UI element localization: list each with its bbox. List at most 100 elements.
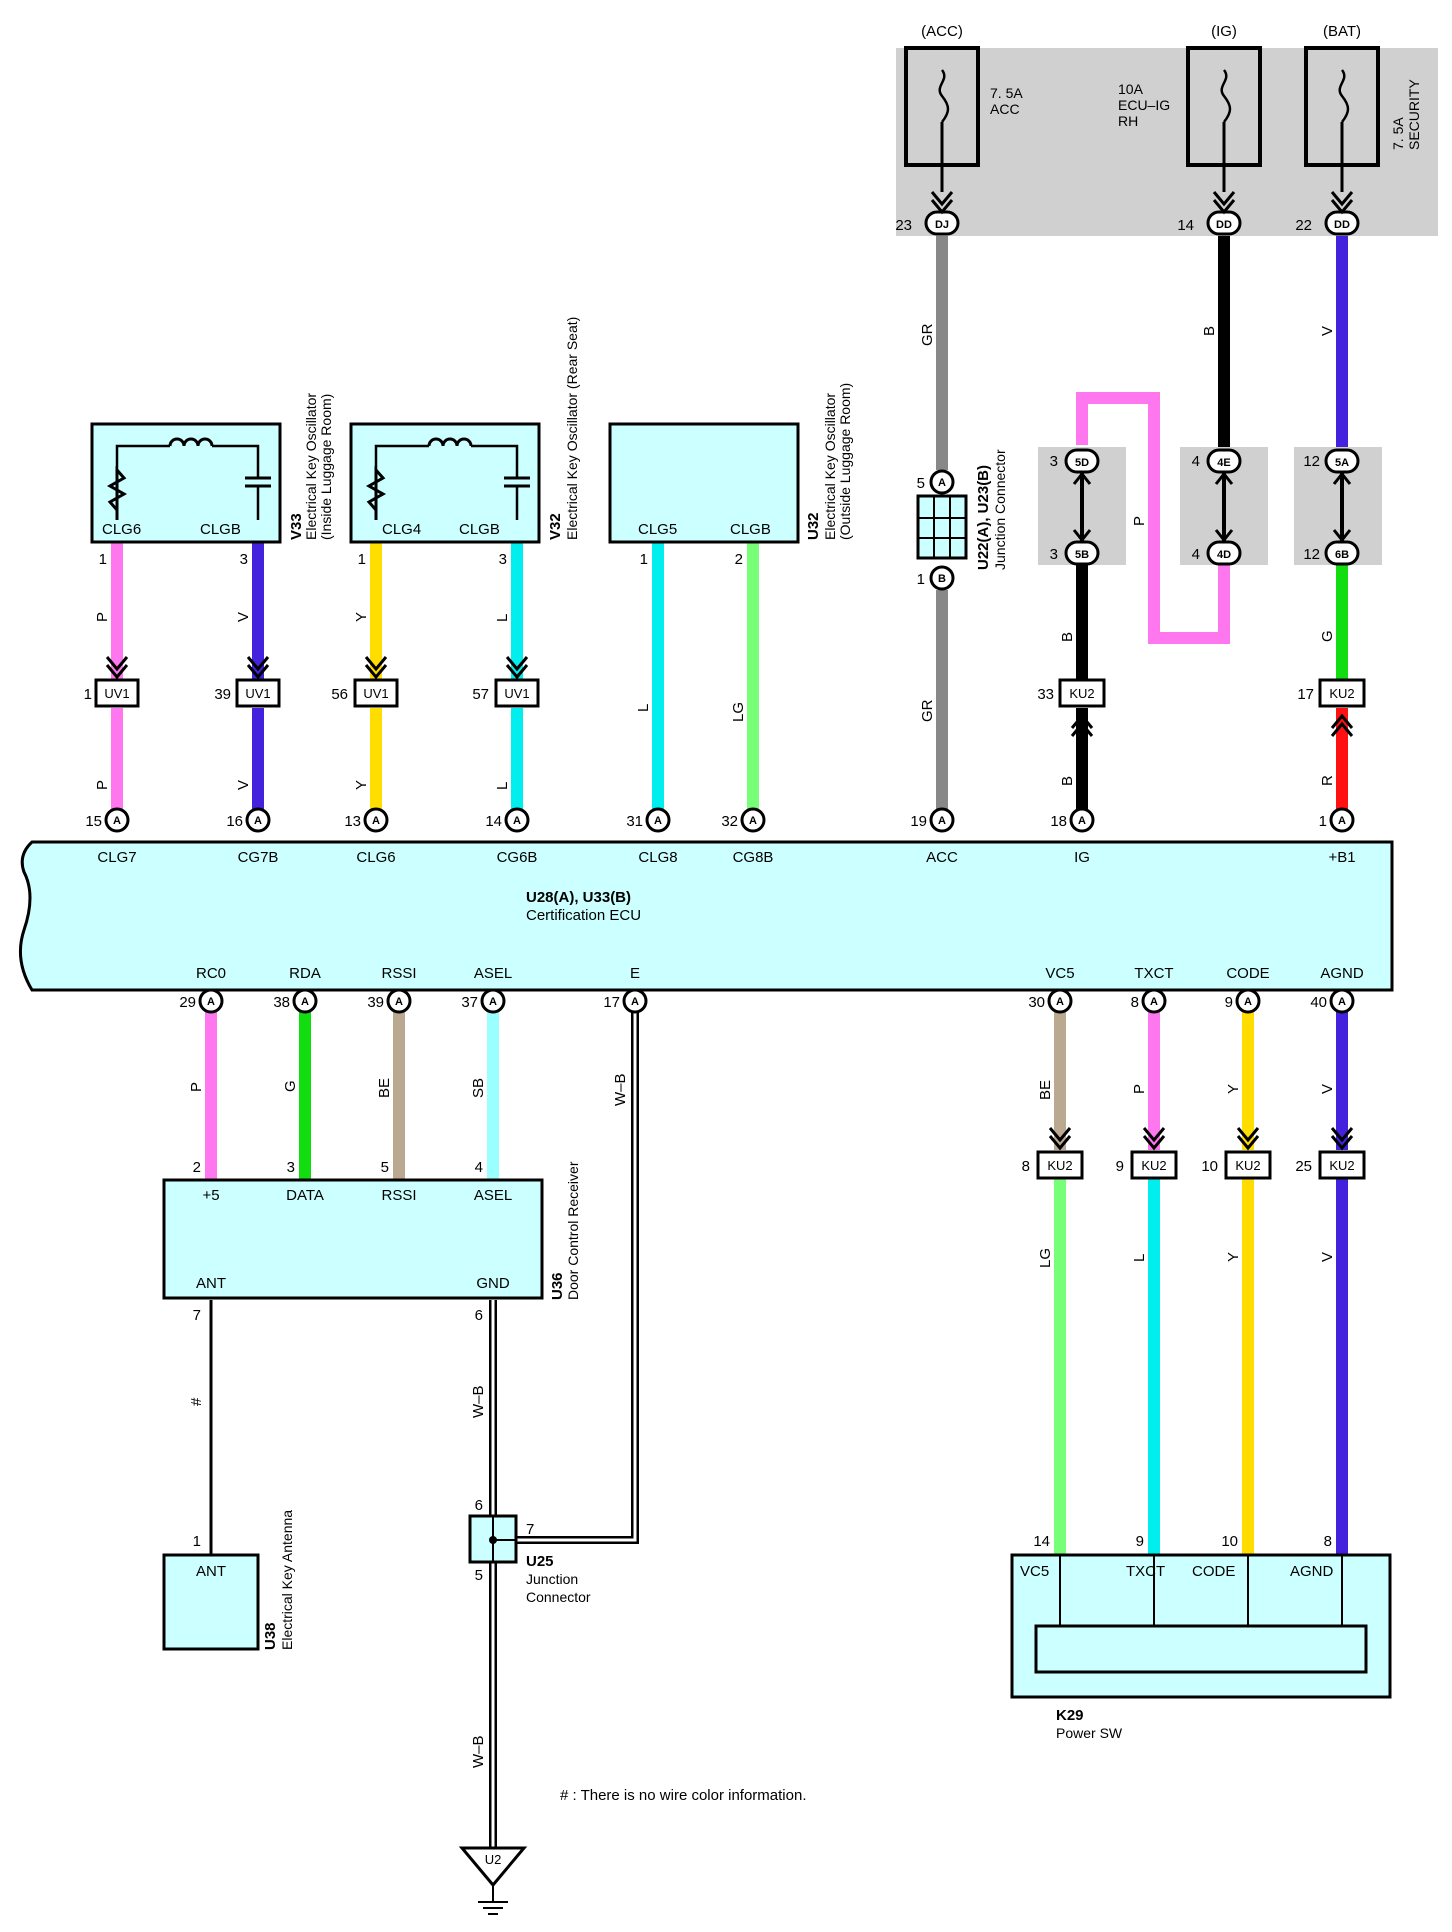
receiver-pin-label-2: DATA: [286, 1187, 324, 1204]
ecu-top-pin-label: IG: [1074, 849, 1090, 866]
ecu-bottom-pin-label: E: [630, 965, 640, 982]
ecu-top-pin-bubble: [929, 807, 955, 833]
conn-ku2-10: [1224, 1150, 1272, 1180]
power-sw-code: K29: [1056, 1707, 1084, 1724]
ecu-bottom-pin-bubble: [622, 988, 648, 1014]
ecu-top-pin-label: CG6B: [497, 849, 538, 866]
fuse-ig-source: (IG): [1211, 23, 1237, 40]
ecu-bottom-pin-num: 39: [367, 994, 384, 1011]
oscillator-v32-pin-num-2: 3: [499, 551, 507, 568]
ecu-bottom-pin-label: RDA: [289, 965, 321, 982]
junction-u25-pin-top: 6: [475, 1497, 483, 1514]
conn-4d-label: 4D: [1217, 549, 1231, 561]
oscillator-u32-name-2: (Outside Luggage Room): [837, 383, 853, 540]
conn-5d-label: 5D: [1075, 457, 1089, 469]
junction-u22-code: U22(A), U23(B): [975, 465, 992, 570]
conn-ku2-8: [1036, 1150, 1084, 1180]
ecu-bottom-pin-label: RC0: [196, 965, 226, 982]
ecu-top-pin-letter: A: [254, 815, 262, 827]
ecu-name: Certification ECU: [526, 907, 641, 924]
ecu-top-pin-num: 15: [85, 813, 102, 830]
wire-label-cg6b-lower: L: [494, 782, 511, 790]
chevron-down-icon: [1072, 529, 1092, 543]
ecu-top-pin-num: 1: [1319, 813, 1327, 830]
conn-ku2-17: [1318, 678, 1366, 708]
conn-dj-label: DJ: [935, 219, 949, 231]
conn-uv1-56-pin: 56: [331, 686, 348, 703]
ecu-bottom-pins: A29RC0A38RDAA39RSSIA37ASELA17EA30VC5A8TX…: [179, 965, 1364, 1014]
power-sw-pin-label-2: TXCT: [1126, 1563, 1165, 1580]
ecu-top-pin-bubble: [245, 807, 271, 833]
receiver-pin-num-2: 3: [287, 1159, 295, 1176]
ecu-top-pin-letter: A: [1078, 815, 1086, 827]
conn-uv1-39: [235, 678, 281, 708]
ecu-bottom-pin-bubble: [480, 988, 506, 1014]
fuse-box-connectors: 23 DJ 14 DD 22 DD: [895, 191, 1360, 236]
ecu-top-pin-bubble: [740, 807, 766, 833]
conn-uv1-57: [494, 678, 540, 708]
wire-label-bat-mid: G: [1319, 630, 1336, 642]
ecu-bottom-pin-bubble: [1329, 988, 1355, 1014]
ecu-bottom-pin-bubble: [386, 988, 412, 1014]
junction-u22-letter-b: B: [938, 573, 946, 585]
power-switch: VC5 TXCT CODE AGND 14 9 10 8 K29 Power S…: [1010, 1533, 1392, 1741]
conn-5a-pin: 12: [1303, 453, 1320, 470]
oscillator-v32: CLG4 CLGB 1 3 V32 Electrical Key Oscilla…: [349, 317, 580, 568]
fuse-bat: (BAT) 7. 5A SECURITY: [1304, 23, 1422, 192]
wire-label-rc0: P: [188, 1082, 205, 1092]
conn-ku2-8-label: KU2: [1047, 1158, 1072, 1173]
ecu-bottom-pin-letter: A: [395, 996, 403, 1008]
ecu-bottom-pin-letter: A: [1244, 996, 1252, 1008]
fuse-ig-pin: 14: [1177, 217, 1194, 234]
wire-label-asel: SB: [470, 1078, 487, 1098]
fuse-ig: (IG) 10A ECU–IG RH: [1118, 23, 1262, 192]
ecu-bottom-pin-label: TXCT: [1134, 965, 1173, 982]
wires: [111, 236, 1348, 1848]
ecu-top-pin-num: 14: [485, 813, 502, 830]
conn-uv1-1-label: UV1: [104, 686, 129, 701]
wire-label-agnd-upper: V: [1319, 1084, 1336, 1094]
fuse-acc-source: (ACC): [921, 23, 963, 40]
conn-6b: [1324, 540, 1360, 566]
ecu-bottom-pin-num: 40: [1310, 994, 1327, 1011]
ecu-top-pins: A15CLG7A16CG7BA13CLG6A14CG6BA31CLG8A32CG…: [85, 807, 1356, 866]
footnote: # : There is no wire color information.: [560, 1787, 807, 1804]
power-sw-pin-label-1: VC5: [1020, 1563, 1049, 1580]
ecu-bottom-pin-num: 38: [273, 994, 290, 1011]
ecu-bottom-pin-num: 8: [1131, 994, 1139, 1011]
ecu-top-pin-num: 16: [226, 813, 243, 830]
chevron-down-icon: [1236, 1127, 1260, 1151]
ecu-bottom-pin-num: 17: [603, 994, 620, 1011]
conn-5d-pin: 3: [1050, 453, 1058, 470]
fuse-ig-name-2: RH: [1118, 113, 1138, 129]
splices: 5D 3 5B 3 4E 4 4D 4 5A 12 6B 12: [1038, 447, 1382, 566]
junction-u25-pin-right: 7: [526, 1521, 534, 1538]
ecu-top-pin-label: +B1: [1328, 849, 1355, 866]
oscillator-v32-wire-right: [471, 444, 519, 478]
ecu-bottom-pin-label: VC5: [1045, 965, 1074, 982]
ecu-top-pin-label: ACC: [926, 849, 958, 866]
ecu-top-pin-num: 32: [721, 813, 738, 830]
oscillator-u32-pin-num-2: 2: [735, 551, 743, 568]
conn-uv1-57-pin: 57: [472, 686, 489, 703]
ecu-top-pin-letter: A: [372, 815, 380, 827]
wire-label-txct-lower: L: [1131, 1254, 1148, 1262]
chevron-up-icon: [1332, 471, 1352, 485]
fuse-acc: (ACC) 7. 5A ACC: [904, 23, 1023, 192]
receiver-box: [162, 1178, 544, 1300]
chevron-down-icon: [930, 191, 954, 215]
power-sw-pin-label-4: AGND: [1290, 1563, 1334, 1580]
wire-label-ig-lower: B: [1059, 776, 1076, 786]
oscillator-v33-wire-right: [212, 444, 260, 478]
power-sw-pin-num-2: 9: [1136, 1533, 1144, 1550]
wire-label-code-upper: Y: [1225, 1084, 1242, 1094]
oscillator-v33-pin-label-2: CLGB: [200, 521, 241, 538]
junction-u22-bubble-a: [929, 469, 955, 495]
chevron-down-icon: [1330, 1127, 1354, 1151]
fuse-ig-rating: 10A: [1118, 81, 1144, 97]
oscillator-u32-pin-label-2: CLGB: [730, 521, 771, 538]
door-control-receiver: +5 DATA RSSI ASEL 2 3 5 4 ANT GND 7 6 U3…: [162, 1159, 581, 1324]
junction-u22-body: [916, 494, 968, 560]
receiver-pin-num-1: 2: [193, 1159, 201, 1176]
